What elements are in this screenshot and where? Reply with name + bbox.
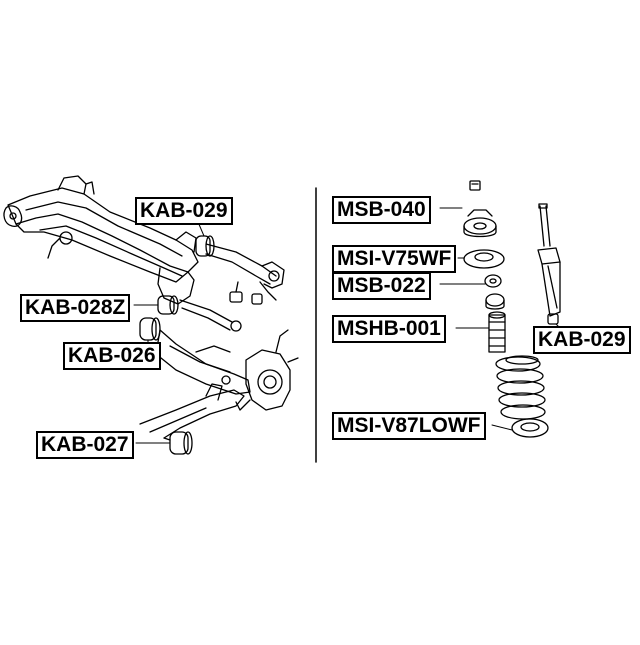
dust-boot <box>488 311 506 353</box>
bushing-kab-026 <box>139 317 161 341</box>
upper-lateral-link <box>195 235 285 289</box>
label-kab-029-right[interactable]: KAB-029 <box>533 326 631 354</box>
leader-lines-right <box>439 207 561 431</box>
label-msb-022[interactable]: MSB-022 <box>332 272 431 300</box>
label-mshb-001[interactable]: MSHB-001 <box>332 315 446 343</box>
bushing-kab-028z <box>157 295 179 315</box>
toe-control-link <box>179 281 277 332</box>
shock-absorber <box>537 203 561 325</box>
coil-spring <box>495 355 546 420</box>
rear-knuckle <box>235 329 299 411</box>
label-msi-v75wf[interactable]: MSI-V75WF <box>332 245 457 273</box>
rear-subframe <box>3 175 199 305</box>
spring-seat-lower <box>511 418 549 438</box>
strut-mount <box>463 209 497 238</box>
trailing-arm <box>139 383 245 439</box>
bearing <box>484 274 502 288</box>
label-kab-029-left[interactable]: KAB-029 <box>135 197 233 225</box>
label-msi-v87lowf[interactable]: MSI-V87LOWF <box>332 412 486 440</box>
bump-stop <box>485 293 505 310</box>
leader-lines-left <box>133 221 205 444</box>
label-kab-026[interactable]: KAB-026 <box>63 342 161 370</box>
label-kab-027[interactable]: KAB-027 <box>36 431 134 459</box>
label-msb-040[interactable]: MSB-040 <box>332 196 431 224</box>
spring-seat-upper <box>463 249 505 269</box>
strut-nut <box>469 180 481 191</box>
lower-control-arm <box>155 329 251 395</box>
label-kab-028z[interactable]: KAB-028Z <box>20 294 131 322</box>
